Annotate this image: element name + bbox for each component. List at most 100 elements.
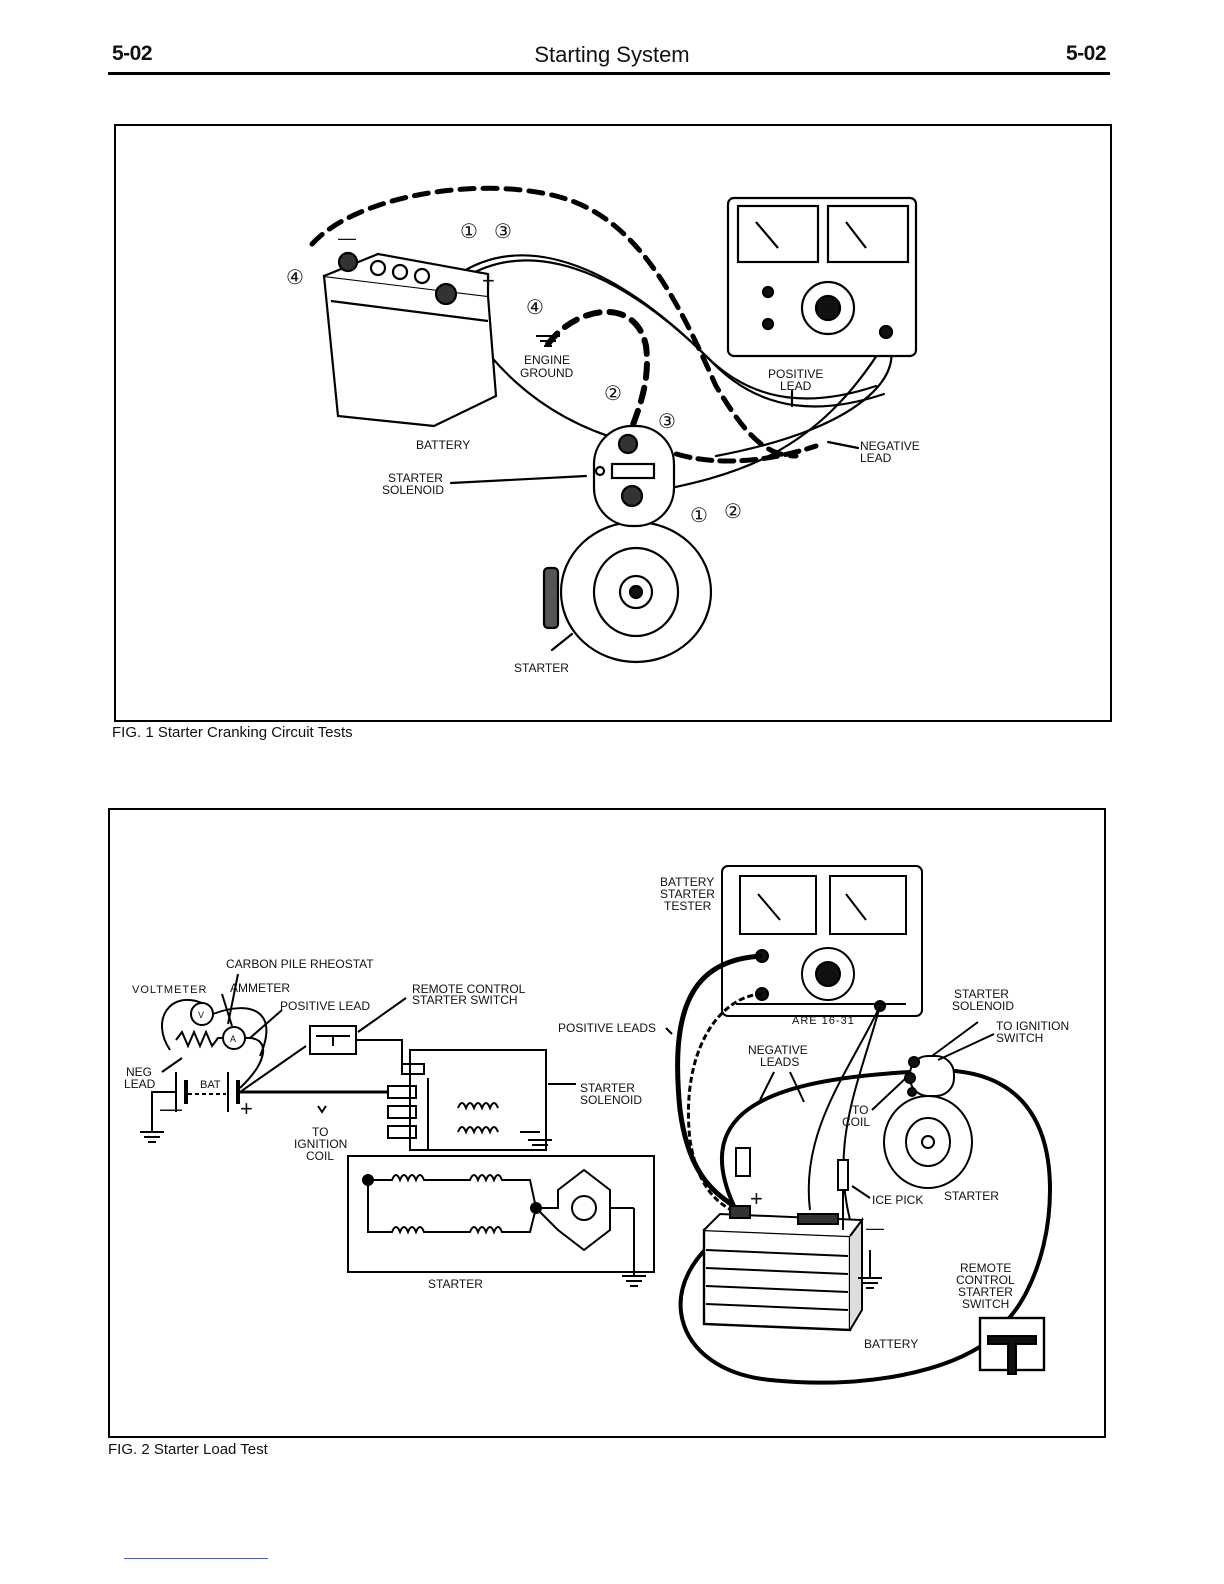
fig2-pointer-solenoid-right (931, 1021, 979, 1057)
fig1-label-negative-lead-1: NEGATIVE (860, 439, 920, 453)
fig2-starter-armature (571, 1195, 597, 1221)
fig2-label-carbon-pile: CARBON PILE RHEOSTAT (226, 957, 374, 971)
fig2-sol-contact-3 (387, 1125, 417, 1139)
fig1-marker-2a: ② (604, 383, 622, 405)
fig2-tester-knob-center (815, 961, 841, 987)
fig1-solenoid-terminal-bottom (620, 484, 644, 508)
figure-2-caption: FIG. 2 Starter Load Test (108, 1441, 268, 1458)
fig2-voltmeter-lead-right (212, 1007, 268, 1057)
fig2-labels: BATTERY STARTER TESTER CARBON PILE RHEOS… (124, 875, 1069, 1351)
footer-line (124, 1558, 268, 1559)
fig2-voltmeter-lead-left (160, 998, 203, 1051)
fig2-label-starter-right: STARTER (944, 1189, 999, 1203)
fig2-label-bat-minus: — (160, 1096, 182, 1121)
fig1-label-positive-lead-2: LEAD (780, 379, 812, 393)
fig1-marker-4b: ④ (526, 297, 544, 319)
fig1-starter-bracket (542, 566, 560, 630)
fig2-label-v: V (198, 1010, 204, 1020)
fig1-label-battery: BATTERY (416, 438, 470, 452)
page-title: Starting System (534, 42, 690, 67)
fig1-lead-solenoid-tester (639, 339, 888, 496)
page-number-left: 5-02 (112, 42, 153, 65)
fig1-labels: BATTERY ENGINE GROUND POSITIVE LEAD NEGA… (338, 228, 920, 675)
fig1-label-starter: STARTER (514, 661, 569, 675)
fig2-label-starter-solenoid-r1: STARTER (954, 987, 1009, 1001)
fig2-label-ammeter: AMMETER (230, 981, 290, 995)
page-header: 5-02 Starting System 5-02 (0, 40, 1224, 80)
fig2-to-ign-symbol (317, 1105, 327, 1114)
fig2-battery-clamp-neg (797, 1213, 839, 1225)
fig2-label-tester-3: TESTER (664, 899, 712, 913)
fig1-pointer-negative (826, 440, 860, 450)
fig2-label-tester-2: STARTER (660, 887, 715, 901)
fig1-label-engine-ground-2: GROUND (520, 366, 574, 380)
fig1-battery-neg-terminal (337, 251, 359, 273)
fig2-label-a: A (230, 1034, 236, 1044)
fig2-label-bat-plus: + (240, 1096, 253, 1121)
fig2-label-neg-lead-2: LEAD (124, 1077, 156, 1091)
fig2-label-remote-sw-1: REMOTE (960, 1261, 1011, 1275)
fig2-label-neg-lead-1: NEG (126, 1065, 152, 1079)
fig2-sol-contact-2 (387, 1105, 417, 1119)
fig2-cable-to-solenoid (720, 1070, 911, 1207)
fig2-label-positive-leads: POSITIVE LEADS (558, 1021, 656, 1035)
fig2-battery-front (702, 1228, 852, 1332)
fig2-tester-body (721, 865, 923, 1017)
page-number-right: 5-02 (1066, 42, 1107, 65)
fig1-cables (309, 185, 893, 652)
fig2-label-battery: BATTERY (864, 1337, 918, 1351)
fig1-battery-cap-2 (391, 263, 409, 281)
fig2-label-to-ign-switch-1: TO IGNITION (996, 1019, 1069, 1033)
fig2-label-remote-control-2: STARTER SWITCH (412, 993, 518, 1007)
fig2-pointer-ice-pick (851, 1185, 871, 1199)
fig1-markers: ① ③ ④ ④ ② ③ ① ② (286, 221, 742, 527)
fig2-starter-inner (905, 1117, 951, 1167)
fig2-sol-contact-1 (387, 1085, 417, 1099)
fig1-solenoid-slot (610, 462, 656, 480)
fig2-pictorial (665, 865, 1053, 1385)
fig2-ice-pick-handle (837, 1159, 849, 1191)
fig1-label-starter-solenoid-1: STARTER (388, 471, 443, 485)
fig2-label-tester-1: BATTERY (660, 875, 714, 889)
fig1-tester-jack-2 (761, 317, 775, 331)
fig2-cable-battery-remote (678, 1228, 992, 1385)
fig2-ammeter-lead (239, 1036, 265, 1089)
figure-1-diagram: BATTERY ENGINE GROUND POSITIVE LEAD NEGA… (286, 185, 920, 675)
fig2-meter-needle-right (845, 893, 867, 921)
fig2-label-remote-sw-4: SWITCH (962, 1297, 1009, 1311)
fig2-pointer-remote-switch (357, 997, 407, 1033)
fig2-solenoid-terminal-2 (904, 1072, 916, 1084)
fig1-battery-body (322, 274, 498, 428)
fig2-label-to-ign-switch-2: SWITCH (996, 1031, 1043, 1045)
fig1-label-engine-ground-1: ENGINE (524, 353, 570, 367)
header-rule (108, 72, 1110, 75)
fig1-tester-jack-1 (761, 285, 775, 299)
fig1-engine-ground-symbol (536, 335, 560, 347)
fig2-label-to-coil-1: TO (852, 1103, 868, 1117)
fig1-starter-shaft-center (628, 584, 644, 600)
fig1-marker-2b: ② (724, 501, 742, 523)
fig2-tester-meter-left (739, 875, 817, 935)
fig2-label-to-ign-1: TO (312, 1125, 328, 1139)
fig1-label-positive-lead-1: POSITIVE (768, 367, 823, 381)
fig2-label-starter-schematic: STARTER (428, 1277, 483, 1291)
fig1-battery (322, 251, 498, 428)
fig2-starter-armature-frame (533, 1168, 611, 1252)
fig2-starter-housing (883, 1095, 973, 1189)
fig2-pointer-to-coil (871, 1077, 907, 1111)
fig1-solenoid-small-terminal (594, 465, 606, 477)
fig2-solenoid-terminal-1 (908, 1056, 920, 1068)
fig1-marker-4a: ④ (286, 267, 304, 289)
fig2-lead-1 (675, 953, 763, 1209)
fig1-tester-meter-right (826, 204, 910, 264)
fig2-label-starter-solenoid-l1: STARTER (580, 1081, 635, 1095)
fig1-label-plus: + (482, 268, 495, 293)
fig2-solenoid-terminal-3 (907, 1087, 917, 1097)
fig2-starter-field-coil-top (368, 1174, 537, 1209)
fig1-pointer-starter (550, 632, 574, 652)
fig1-dashed-lead-top (309, 185, 799, 459)
fig1-marker-3b: ③ (658, 411, 676, 433)
fig2-label-minus: — (866, 1218, 884, 1238)
fig1-marker-1b: ① (690, 505, 708, 527)
fig2-sol-contact-top (401, 1063, 425, 1075)
